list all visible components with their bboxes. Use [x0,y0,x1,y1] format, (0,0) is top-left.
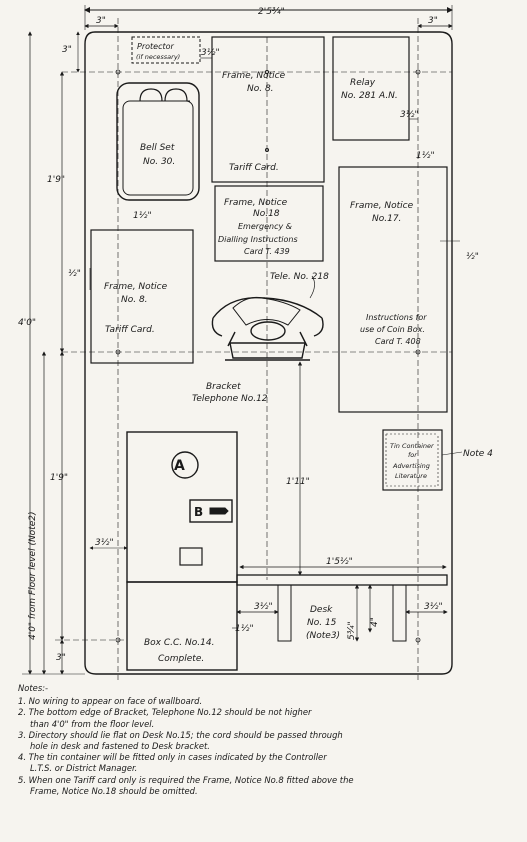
relay-label: Relay [350,78,376,88]
protector-box [131,36,201,64]
frame17-number: No.17. [372,214,401,224]
frame8-top-card: Tariff Card. [229,163,279,173]
frame-notice-8-top [211,36,325,183]
tin-line4: Literature [395,472,427,480]
dim-bracket-height: 1'11" [286,477,310,487]
frame18-title: Frame, Notice [224,198,288,208]
dim-gap-half: ½" [466,252,479,262]
desk-number: No. 15 [307,618,337,628]
dim-gap-1-5b: 1½" [133,211,152,221]
notes-heading: Notes:- [18,683,49,693]
dim-bottom-gap: 3" [56,653,66,663]
desk-label: Desk [310,605,333,615]
bracket-label: Bracket [206,382,241,392]
desk-note: (Note3) [306,631,340,641]
wallboard-outline [84,31,453,675]
note-2a: 2. The bottom edge of Bracket, Telephone… [18,707,312,718]
frame17-line4: use of Coin Box. [360,325,425,334]
bracket-telephone: Telephone No.12 [192,394,268,404]
dim-left-margin: 3" [96,16,106,26]
dim-protector-gap: 3½" [201,48,220,58]
note-2b: than 4'0" from the floor level. [30,718,155,729]
frame-notice-8-left [90,229,194,364]
telephone [211,275,324,361]
dim-desk-leg: 4" [370,617,380,627]
coin-box-button-b: B [194,505,203,519]
dim-floor-level: 4'0" from Floor level (Note2) [28,512,38,641]
note-3b: hole in desk and fastened to Desk bracke… [30,741,210,752]
tin-line1: Tin Container [390,442,435,450]
note-5a: 5. When one Tariff card only is required… [18,774,354,785]
bell-set-number: No. 30. [143,157,175,167]
frame8-top-number: No. 8. [247,84,274,94]
dim-total-width: 2'5¾" [258,7,285,17]
dim-total-height: 4'0" [18,318,36,328]
desk [236,574,448,586]
note-3a: 3. Directory should lie flat on Desk No.… [18,729,343,740]
dim-right-margin: 3" [428,16,438,26]
dim-desk-right: 3½" [424,602,443,612]
bell-set [116,82,200,201]
frame18-number: No.18 [253,209,280,219]
frame17-line3: Instructions for [366,313,427,322]
note-1: 1. No wiring to appear on face of wallbo… [18,696,203,707]
frame18-line4: Dialling Instructions [218,235,298,244]
box-label: Box C.C. No.14. [144,638,214,648]
dim-lower-height: 1'9" [50,473,68,483]
dim-gap-half-b: ½" [68,269,81,279]
frame18-card: Card T. 439 [244,247,290,256]
dim-relay-gap: 3½" [400,110,419,120]
tele-label: Tele. No. 218 [270,272,329,282]
dim-box-gap: 3½" [95,538,114,548]
box-complete: Complete. [158,654,204,664]
frame8-left-number: No. 8. [121,295,148,305]
note4-label: Note 4 [463,449,493,459]
relay-number: No. 281 A.N. [341,91,398,101]
frame17-title: Frame, Notice [350,201,414,211]
tin-container [382,429,443,491]
protector-note: (if necessary) [136,53,180,61]
frame-notice-18 [214,185,324,262]
frame8-left-title: Frame, Notice [104,282,168,292]
frame17-card: Card T. 408 [375,337,421,346]
dim-top-gap: 3" [62,45,72,55]
frame-notice-17 [338,166,448,413]
relay-box [332,36,410,141]
note-4a: 4. The tin container will be fitted only… [18,752,327,763]
tin-line3: Advertising [392,462,430,470]
frame18-line3: Emergency & [238,222,292,231]
protector-label: Protector [137,42,174,51]
dim-desk-left: 3½" [254,602,273,612]
coin-box [126,431,238,583]
dim-desk-depth: 5¾" [347,621,357,640]
note-4b: L.T.S. or District Manager. [30,763,138,774]
dim-gap-1-5c: 1½" [235,624,254,634]
bell-set-label: Bell Set [140,143,175,153]
notes-section: Notes:- 1. No wiring to appear on face o… [18,683,523,797]
dim-gap-1-5: 1½" [416,151,435,161]
frame8-left-card: Tariff Card. [105,325,155,335]
tin-line2: for [408,451,418,459]
dim-upper-height: 1'9" [47,175,65,185]
dim-desk-width: 1'5½" [326,557,353,567]
note-5b: Frame, Notice No.18 should be omitted. [30,785,198,796]
coin-box-button-a: A [174,458,185,474]
frame8-top-title: Frame, Notice [222,71,286,81]
